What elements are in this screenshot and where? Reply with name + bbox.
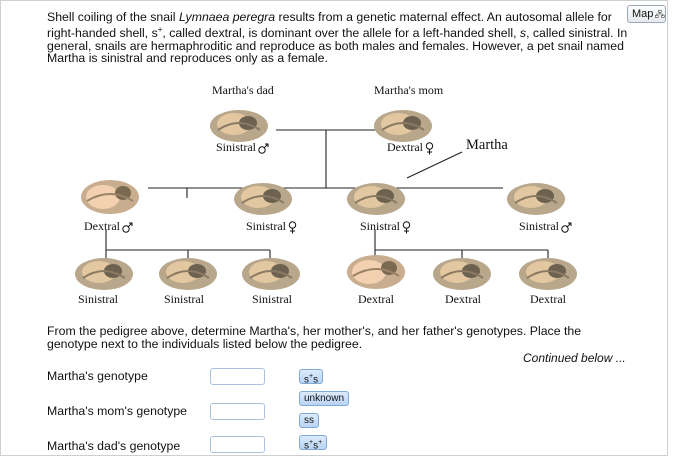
allele-superscript: + [157, 24, 163, 34]
snail-gen3-4 [347, 255, 405, 289]
male-icon [122, 222, 133, 233]
female-icon [402, 221, 411, 234]
female-icon [288, 221, 297, 234]
intro-text-3: , called dextral, is dominant over the a… [162, 25, 520, 40]
snail-gen2-1 [81, 180, 139, 214]
gen2-1-phenotype: Dextral [84, 219, 133, 234]
dad-genotype-label: Martha's dad's genotype [47, 439, 181, 453]
gen3-6-phenotype: Dextral [530, 292, 566, 306]
gen3-5-phenotype: Dextral [445, 292, 481, 306]
snail-gen2-3 [347, 183, 405, 215]
snail-mom [374, 110, 432, 142]
snail-gen3-3 [242, 258, 300, 290]
snail-gen2-2 [234, 183, 292, 215]
dad-label: Martha's dad [212, 83, 274, 97]
snail-gen3-6 [519, 258, 577, 290]
content-frame [0, 0, 668, 456]
map-button-label: Map [632, 8, 654, 20]
tile-ss[interactable]: ss [299, 413, 319, 428]
dad-genotype-dropzone[interactable] [210, 436, 265, 453]
mom-genotype-dropzone[interactable] [210, 403, 265, 420]
continued-note: Continued below ... [523, 351, 626, 365]
gen2-2-phenotype: Sinistral [246, 219, 297, 234]
snail-gen3-5 [433, 258, 491, 290]
intro-text-4: , called sinistral. In general, snails a… [47, 25, 628, 66]
martha-genotype-dropzone[interactable] [210, 368, 265, 385]
gen2-4-phenotype: Sinistral [519, 219, 572, 234]
snail-dad [210, 110, 268, 142]
question-text: From the pedigree above, determine Marth… [47, 324, 582, 351]
mom-genotype-label: Martha's mom's genotype [47, 404, 188, 418]
mom-label: Martha's mom [374, 83, 444, 97]
tile-s-plus-s-plus[interactable]: s+s+ [299, 435, 328, 451]
hierarchy-icon [655, 9, 665, 18]
mom-phenotype: Dextral [387, 140, 434, 155]
snail-gen2-4 [507, 183, 565, 215]
tile-unknown[interactable]: unknown [299, 391, 350, 406]
gen3-2-phenotype: Sinistral [164, 292, 205, 306]
snail-gen3-2 [159, 258, 217, 290]
gen3-1-phenotype: Sinistral [78, 292, 119, 306]
martha-genotype-label: Martha's genotype [47, 369, 148, 383]
gen2-3-phenotype: Sinistral [360, 219, 411, 234]
gen3-4-phenotype: Dextral [358, 292, 394, 306]
map-button[interactable]: Map [627, 5, 666, 23]
tile-s-plus-s[interactable]: s+s [299, 369, 324, 385]
intro-text-2: results from a genetic maternal effect. … [47, 10, 612, 40]
snail-gen3-1 [75, 258, 133, 290]
intro-text-1: Shell coiling of the snail [47, 10, 179, 24]
species-name: Lymnaea peregra [178, 10, 276, 24]
problem-intro: Shell coiling of the snail Lymnaea pereg… [47, 11, 642, 65]
allele-s: s [519, 25, 527, 40]
dad-phenotype: Sinistral [216, 140, 269, 155]
male-icon [561, 222, 572, 233]
male-icon [258, 143, 269, 154]
martha-label: Martha [466, 137, 508, 153]
gen3-3-phenotype: Sinistral [252, 292, 293, 306]
female-icon [425, 142, 434, 155]
